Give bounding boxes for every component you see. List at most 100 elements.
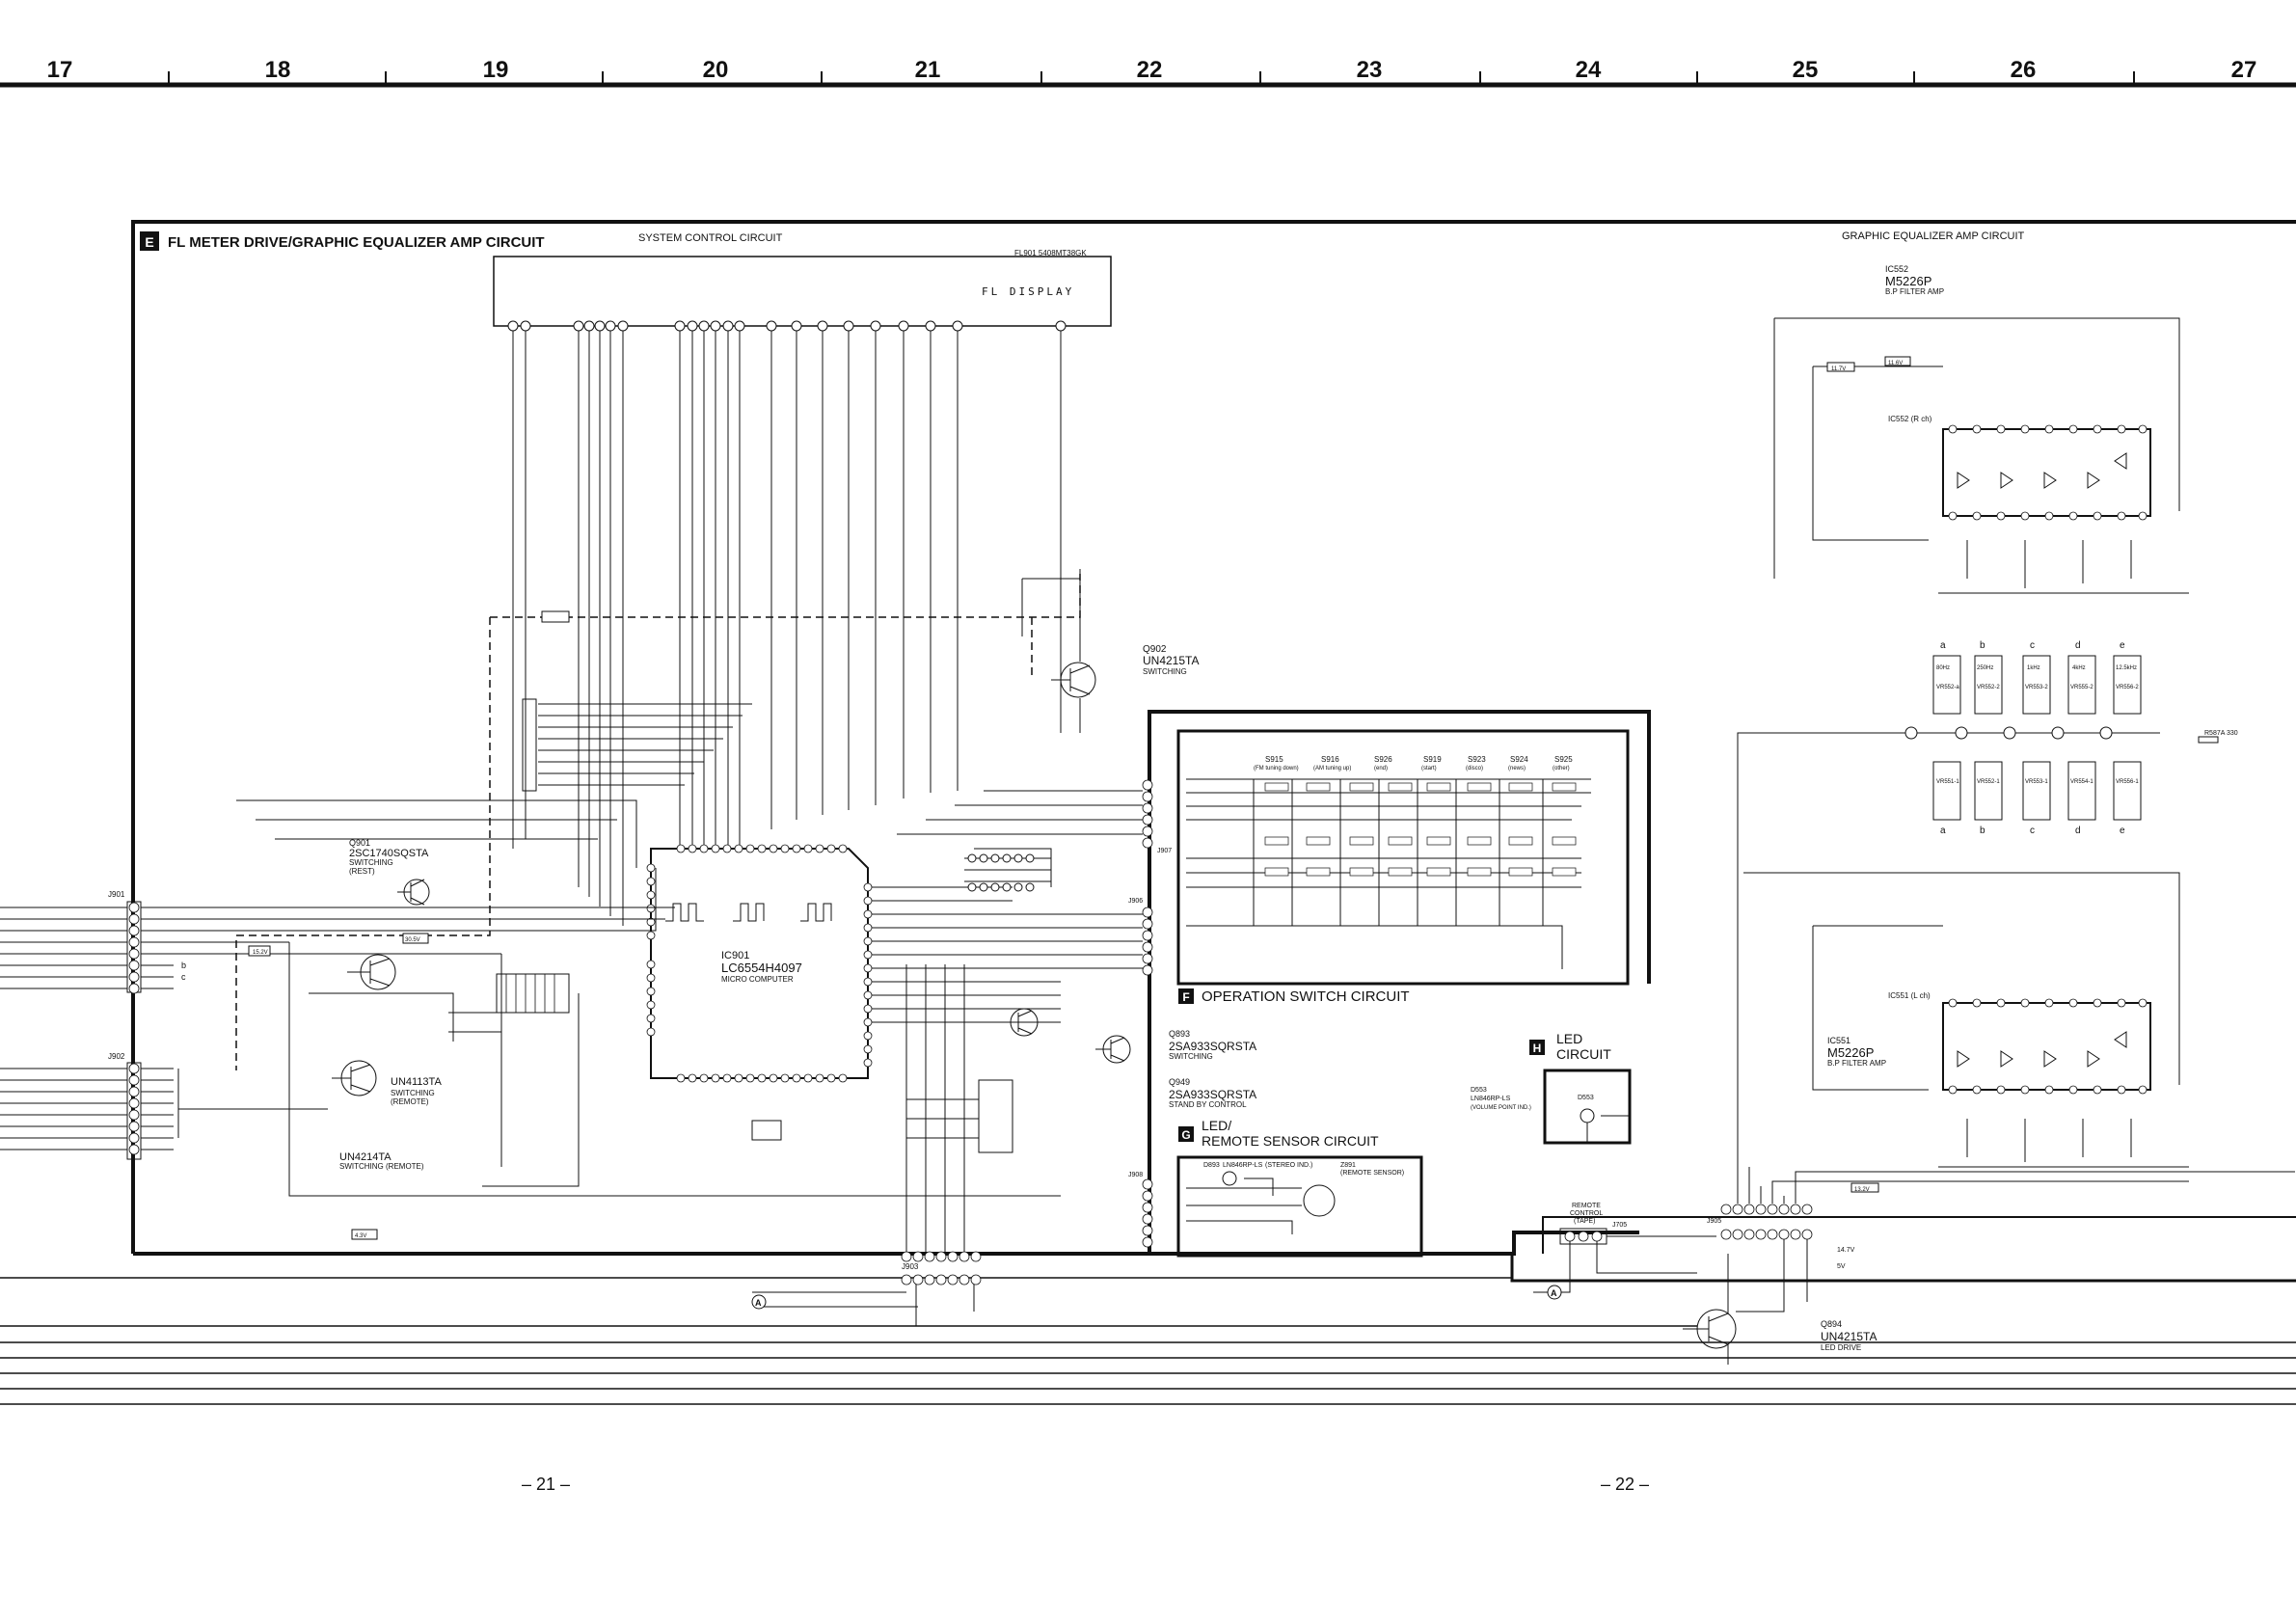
ic901-part: LC6554H4097	[721, 961, 802, 975]
svg-text:12.5kHz: 12.5kHz	[2116, 665, 2137, 671]
svg-text:SWITCHING: SWITCHING	[391, 1089, 435, 1097]
column-20: 20	[703, 57, 729, 83]
svg-text:2SA933SQRSTA: 2SA933SQRSTA	[1169, 1088, 1256, 1101]
svg-text:UN4215TA: UN4215TA	[1143, 654, 1199, 667]
svg-text:c: c	[181, 972, 186, 982]
ic901-ref: IC901	[721, 950, 749, 961]
q893-transistor	[1095, 1035, 1131, 1064]
svg-text:B.P FILTER AMP: B.P FILTER AMP	[1885, 287, 1944, 296]
svg-text:J901: J901	[108, 890, 125, 899]
svg-text:SWITCHING: SWITCHING	[1169, 1052, 1213, 1061]
svg-text:Z891: Z891	[1340, 1162, 1356, 1169]
svg-text:S915: S915	[1265, 755, 1283, 764]
svg-text:CIRCUIT: CIRCUIT	[1556, 1046, 1611, 1062]
ic901-desc: MICRO COMPUTER	[721, 975, 794, 984]
q891-transistor	[347, 954, 396, 990]
svg-text:J902: J902	[108, 1052, 125, 1061]
svg-text:REMOTE: REMOTE	[1572, 1203, 1601, 1209]
svg-text:UN4113TA: UN4113TA	[391, 1076, 442, 1088]
svg-text:(news): (news)	[1508, 766, 1526, 771]
svg-text:(STEREO IND.): (STEREO IND.)	[1265, 1162, 1312, 1169]
resistor-network-z904	[496, 973, 570, 1014]
connector-j903: J903 A	[751, 1251, 982, 1326]
svg-text:H: H	[1533, 1042, 1542, 1055]
svg-text:b: b	[1980, 826, 1985, 836]
svg-text:A: A	[1551, 1288, 1557, 1298]
column-23: 23	[1357, 57, 1383, 83]
svg-text:J906: J906	[1128, 898, 1143, 905]
svg-text:250Hz: 250Hz	[1977, 665, 1993, 671]
svg-text:S916: S916	[1321, 755, 1339, 764]
svg-text:(disco): (disco)	[1466, 766, 1483, 771]
top-ruler: 17 18 19 20 21 22 23 24 25 26 27	[0, 57, 2296, 88]
svg-text:80Hz: 80Hz	[1936, 665, 1950, 671]
svg-text:11.7V: 11.7V	[1831, 366, 1846, 372]
svg-text:A: A	[755, 1298, 762, 1308]
svg-text:(other): (other)	[1553, 766, 1570, 771]
svg-text:F: F	[1182, 990, 1189, 1004]
column-24: 24	[1576, 57, 1602, 83]
connector-j901: J901 b c	[0, 868, 675, 994]
fl-bus-lines	[512, 331, 1143, 926]
column-26: 26	[2011, 57, 2037, 83]
svg-text:Q901: Q901	[349, 838, 370, 848]
svg-text:B.P FILTER AMP: B.P FILTER AMP	[1827, 1059, 1886, 1068]
q894-transistor: Q894 UN4215TA LED DRIVE	[1683, 1254, 1877, 1365]
svg-text:S923: S923	[1468, 755, 1486, 764]
svg-text:VR552-1: VR552-1	[1977, 779, 2000, 785]
svg-text:(REST): (REST)	[349, 867, 375, 876]
svg-text:(end): (end)	[1374, 766, 1388, 771]
svg-text:SWITCHING (REMOTE): SWITCHING (REMOTE)	[339, 1162, 424, 1171]
svg-text:d: d	[2075, 826, 2081, 836]
geq-band-labels-top: a b c d e 80Hz 250Hz 1kHz 4kHz 12.5kHz V…	[1919, 640, 2160, 734]
svg-text:VR555-2: VR555-2	[2070, 685, 2093, 690]
svg-text:Q949: Q949	[1169, 1077, 1190, 1087]
resistor-network-z901	[522, 698, 752, 792]
column-25: 25	[1793, 57, 1819, 83]
svg-text:(start): (start)	[1421, 766, 1437, 771]
svg-text:14.7V: 14.7V	[1837, 1247, 1855, 1254]
svg-text:CONTROL: CONTROL	[1570, 1210, 1603, 1217]
page-number-left: – 21 –	[522, 1475, 570, 1494]
svg-text:(AM tuning up): (AM tuning up)	[1313, 766, 1351, 771]
svg-text:J905: J905	[1707, 1218, 1721, 1225]
svg-text:LED: LED	[1556, 1031, 1582, 1046]
svg-text:IC552 (R ch): IC552 (R ch)	[1888, 415, 1932, 423]
resistor-network-z903	[905, 964, 1013, 1254]
svg-text:2SA933SQRSTA: 2SA933SQRSTA	[1169, 1040, 1256, 1053]
svg-text:S919: S919	[1423, 755, 1442, 764]
voltage-tags: 15.2V 30.5V 4.3V 14.7V 5V	[248, 933, 1855, 1270]
q893-q949-labels: Q893 2SA933SQRSTA SWITCHING Q949 2SA933S…	[1169, 1029, 1256, 1109]
svg-text:LN846RP-LS: LN846RP-LS	[1223, 1162, 1263, 1169]
section-e-header: E FL METER DRIVE/GRAPHIC EQUALIZER AMP C…	[140, 230, 2025, 251]
svg-text:VR552-2: VR552-2	[1977, 685, 2000, 690]
svg-text:D553: D553	[1578, 1095, 1594, 1101]
svg-text:IC552: IC552	[1885, 264, 1908, 274]
svg-text:LED/: LED/	[1202, 1118, 1231, 1133]
svg-text:M5226P: M5226P	[1885, 274, 1931, 288]
section-e-badge: E	[145, 234, 153, 250]
svg-text:S925: S925	[1554, 755, 1573, 764]
bottom-bus-lines	[0, 1277, 2296, 1405]
section-e-subtitle: SYSTEM CONTROL CIRCUIT	[638, 232, 783, 244]
column-27: 27	[2231, 57, 2257, 83]
ic901-micro-computer: IC901 LC6554H4097 MICRO COMPUTER	[646, 844, 873, 1141]
remote-control-jack: REMOTE CONTROL (TAPE) J705 A	[1533, 1203, 1716, 1300]
svg-text:4kHz: 4kHz	[2072, 665, 2086, 671]
svg-text:STAND BY CONTROL: STAND BY CONTROL	[1169, 1100, 1247, 1109]
section-f: F OPERATION SWITCH CIRCUIT S915 (FM tuni…	[1176, 729, 1630, 1005]
svg-text:UN4214TA: UN4214TA	[339, 1151, 392, 1163]
svg-text:(REMOTE SENSOR): (REMOTE SENSOR)	[1340, 1170, 1404, 1177]
svg-text:IC551: IC551	[1827, 1036, 1850, 1045]
svg-text:UN4215TA: UN4215TA	[1821, 1330, 1877, 1343]
q892-transistor: UN4113TA SWITCHING (REMOTE) UN4214TA SWI…	[332, 1060, 442, 1171]
svg-text:(VOLUME POINT IND.): (VOLUME POINT IND.)	[1471, 1105, 1531, 1111]
column-21: 21	[915, 57, 941, 83]
connector-j907: J907 J906	[1128, 779, 1172, 976]
q949-transistor	[1003, 1008, 1039, 1037]
svg-text:J908: J908	[1128, 1172, 1143, 1178]
svg-text:e: e	[2120, 826, 2125, 836]
fl-display-ref: FL901 5408MT38GK	[1014, 249, 1087, 257]
q901-transistor: Q901 2SC1740SQSTA SWITCHING (REST)	[349, 838, 430, 906]
